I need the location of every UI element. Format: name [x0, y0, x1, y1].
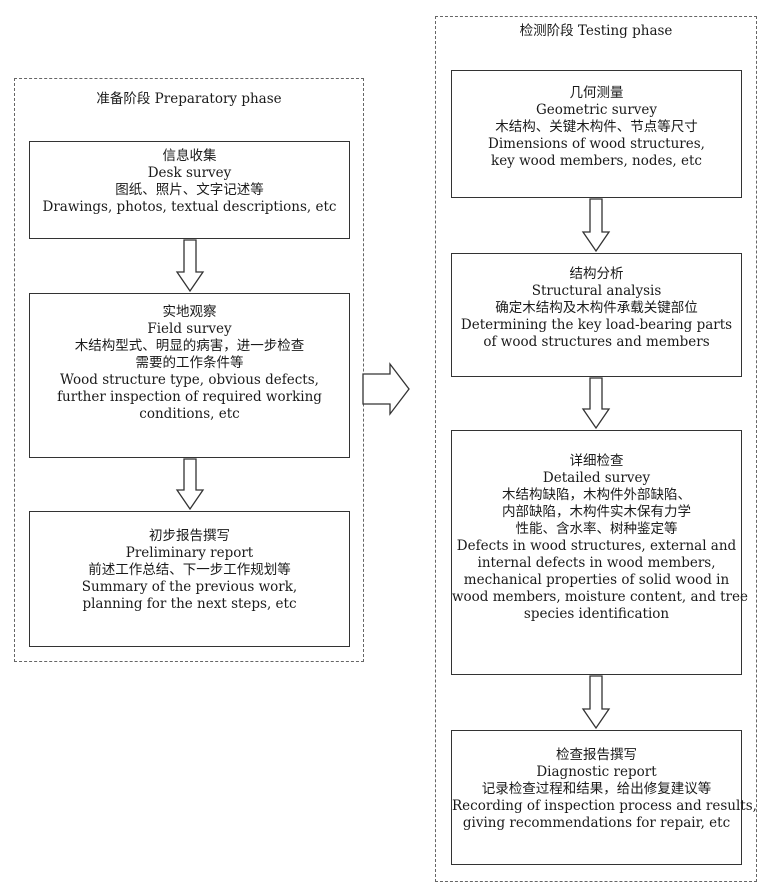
geometric-survey-desc-en-2: key wood members, nodes, etc — [491, 153, 702, 169]
preliminary-report-title-zh: 初步报告撰写 — [149, 528, 230, 544]
geometric-survey-desc-zh: 木结构、关键木构件、节点等尺寸 — [495, 119, 698, 135]
preliminary-report-desc-zh: 前述工作总结、下一步工作规划等 — [88, 562, 291, 578]
arrow-right-icon — [362, 362, 410, 416]
geometric-survey-title-en: Geometric survey — [535, 102, 658, 118]
structural-analysis-title-en: Structural analysis — [531, 283, 662, 299]
geometric-survey-box: 几何测量 Geometric survey 木结构、关键木构件、节点等尺寸 Di… — [451, 70, 742, 198]
detailed-survey-desc-en-3: mechanical properties of solid wood in — [463, 572, 730, 588]
testing-title-zh: 检测阶段 — [519, 23, 574, 39]
structural-analysis-desc-en-2: of wood structures and members — [483, 334, 710, 350]
detailed-survey-box: 详细检查 Detailed survey 木结构缺陷，木构件外部缺陷、 内部缺陷… — [451, 430, 748, 675]
field-survey-desc-en-3: conditions, etc — [139, 406, 240, 422]
geometric-survey-desc-en-1: Dimensions of wood structures, — [488, 136, 705, 152]
desk-survey-desc-zh: 图纸、照片、文字记述等 — [115, 182, 264, 198]
diagnostic-report-title-en: Diagnostic report — [536, 764, 657, 780]
structural-analysis-desc-zh: 确定木结构及木构件承载关键部位 — [495, 300, 698, 316]
detailed-survey-title-zh: 详细检查 — [569, 453, 624, 469]
detailed-survey-desc-zh-3: 性能、含水率、树种鉴定等 — [515, 521, 678, 537]
detailed-survey-desc-zh-2: 内部缺陷，木构件实木保有力学 — [502, 504, 691, 520]
detailed-survey-desc-en-5: species identification — [523, 606, 670, 622]
preliminary-report-box: 初步报告撰写 Preliminary report 前述工作总结、下一步工作规划… — [29, 511, 350, 647]
field-survey-desc-zh-2: 需要的工作条件等 — [135, 355, 244, 371]
testing-title-en: Testing phase — [577, 23, 673, 39]
structural-analysis-box: 结构分析 Structural analysis 确定木结构及木构件承载关键部位… — [451, 253, 742, 377]
diagnostic-report-box: 检查报告撰写 Diagnostic report 记录检查过程和结果，给出修复建… — [451, 730, 757, 865]
structural-analysis-desc-en-1: Determining the key load-bearing parts — [460, 317, 733, 333]
detailed-survey-desc-zh-1: 木结构缺陷，木构件外部缺陷、 — [502, 487, 691, 503]
desk-survey-title-zh: 信息收集 — [162, 148, 217, 164]
preliminary-report-desc-en-1: Summary of the previous work, — [81, 579, 298, 595]
field-survey-desc-en-2: further inspection of required working — [57, 389, 322, 405]
structural-analysis-title-zh: 结构分析 — [569, 266, 624, 282]
testing-phase-group: 检测阶段 Testing phase — [435, 16, 757, 882]
diagnostic-report-desc-zh: 记录检查过程和结果，给出修复建议等 — [481, 781, 712, 797]
detailed-survey-title-en: Detailed survey — [542, 470, 651, 486]
preparatory-phase-title: 准备阶段 Preparatory phase — [15, 91, 363, 108]
detailed-survey-desc-en-1: Defects in wood structures, external and — [456, 538, 737, 554]
diagnostic-report-title-zh: 检查报告撰写 — [556, 747, 637, 763]
detailed-survey-desc-en-2: internal defects in wood members, — [477, 555, 716, 571]
field-survey-desc-zh-1: 木结构型式、明显的病害，进一步检查 — [74, 338, 305, 354]
diagnostic-report-desc-en-1: Recording of inspection process and resu… — [452, 798, 757, 814]
field-survey-desc-en-1: Wood structure type, obvious defects, — [60, 372, 319, 388]
desk-survey-title-en: Desk survey — [147, 165, 232, 181]
preliminary-report-title-en: Preliminary report — [125, 545, 254, 561]
desk-survey-box: 信息收集 Desk survey 图纸、照片、文字记述等 Drawings, p… — [29, 141, 350, 239]
preparatory-title-en: Preparatory phase — [154, 91, 282, 107]
testing-phase-title: 检测阶段 Testing phase — [436, 23, 756, 40]
preparatory-title-zh: 准备阶段 — [96, 91, 151, 107]
field-survey-title-zh: 实地观察 — [162, 304, 217, 320]
field-survey-box: 实地观察 Field survey 木结构型式、明显的病害，进一步检查 需要的工… — [29, 293, 350, 458]
diagnostic-report-desc-en-2: giving recommendations for repair, etc — [462, 815, 731, 831]
field-survey-title-en: Field survey — [147, 321, 232, 337]
preliminary-report-desc-en-2: planning for the next steps, etc — [82, 596, 297, 612]
geometric-survey-title-zh: 几何测量 — [569, 85, 624, 101]
desk-survey-desc-en: Drawings, photos, textual descriptions, … — [42, 199, 337, 215]
detailed-survey-desc-en-4: wood members, moisture content, and tree — [452, 589, 748, 605]
